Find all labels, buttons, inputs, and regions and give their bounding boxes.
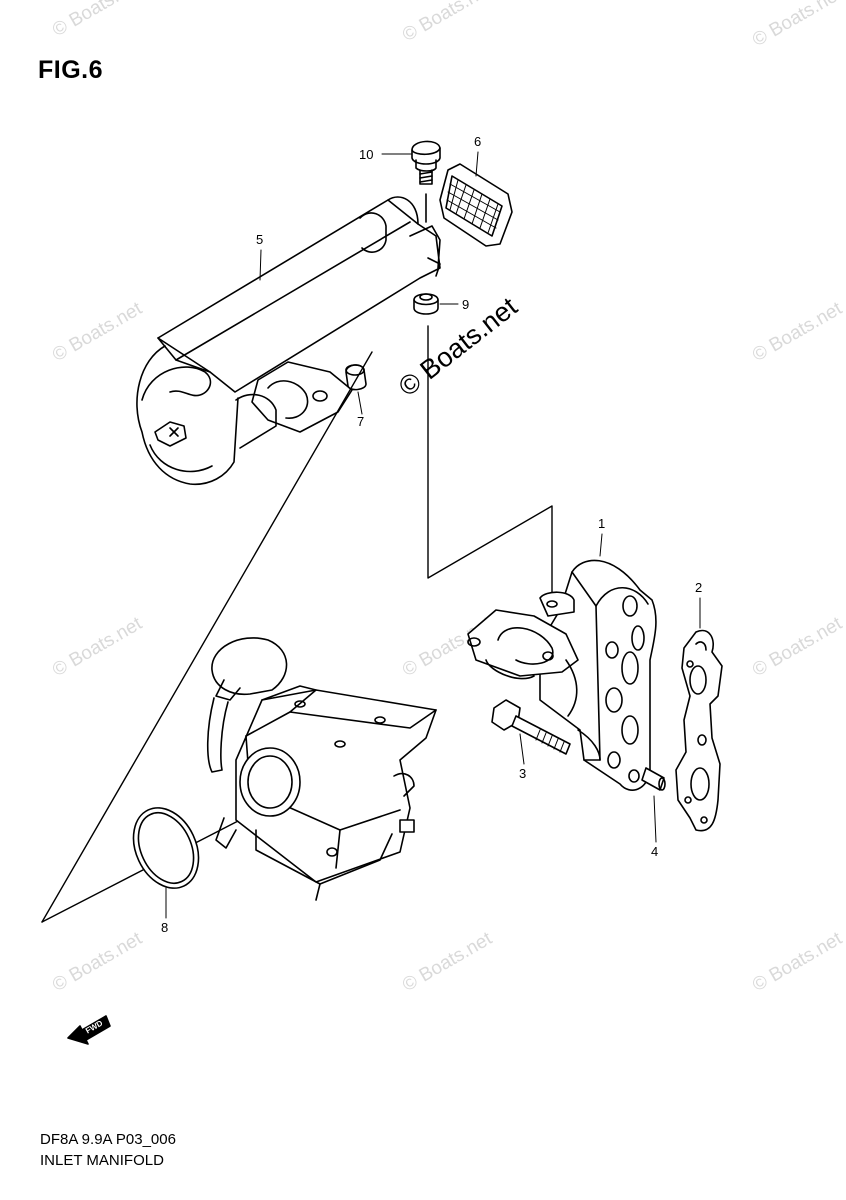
callouts: 1 2 3 4 5 6 7 8 9 10 [161,134,702,935]
callout-5: 5 [256,232,263,247]
callout-6: 6 [474,134,481,149]
part-3-long-bolt [491,699,571,755]
callout-9: 9 [462,297,469,312]
part-5-intake-silencer [136,196,441,486]
callout-7: 7 [357,414,364,429]
part-8-o-ring [132,807,200,889]
part-2-gasket [675,629,723,832]
callout-2: 2 [695,580,702,595]
part-9-grommet [413,293,439,315]
part-10-bolt [411,140,441,223]
assembly-leader-lines [41,325,553,923]
callout-3: 3 [519,766,526,781]
part-1-inlet-manifold [467,559,657,791]
diagram-name: INLET MANIFOLD [40,1152,164,1169]
diagram-code: DF8A 9.9A P03_006 [40,1131,176,1148]
callout-4: 4 [651,844,658,859]
callout-1: 1 [598,516,605,531]
fwd-arrow-icon: FWD [67,1015,111,1045]
figure-title: FIG.6 [38,56,104,84]
carburetor-assembly [206,637,437,901]
part-4-dowel-pin [641,767,666,791]
callout-10: 10 [359,147,373,162]
callout-8: 8 [161,920,168,935]
